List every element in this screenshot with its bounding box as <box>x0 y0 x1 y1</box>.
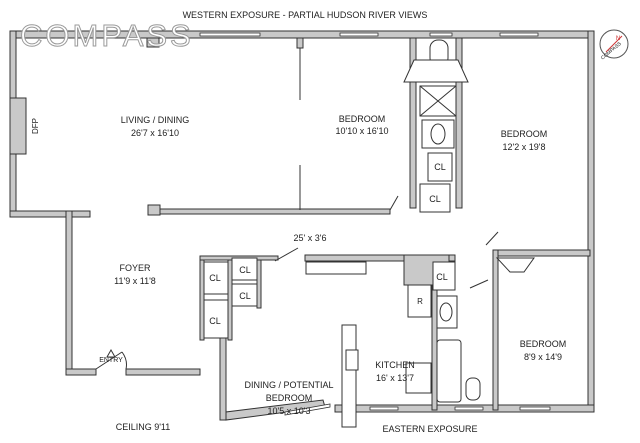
kitchen-dims: 16' x 13'7 <box>376 373 414 383</box>
closet-bedroom-se <box>495 257 535 273</box>
foyer-dims: 11'9 x 11'8 <box>114 276 156 286</box>
compass-north: N <box>616 36 620 42</box>
eastern-exposure-label: EASTERN EXPOSURE <box>382 424 477 434</box>
ceiling-height-label: CEILING 9'11 <box>116 422 171 432</box>
fixtures <box>95 39 535 428</box>
living-dining-name: LIVING / DINING <box>121 115 190 125</box>
bedroom-se-door <box>469 231 499 289</box>
hall-dims: 25' x 3'6 <box>294 233 327 243</box>
closet-kitchen <box>432 261 456 291</box>
dfp-label: DFP <box>31 118 40 134</box>
bedroom-west-name: BEDROOM <box>339 114 386 124</box>
closet-bath-1 <box>427 152 453 182</box>
bedroom-ne-dims: 12'2 x 19'8 <box>503 142 546 152</box>
dining-door <box>274 247 299 262</box>
refrigerator-icon <box>407 284 432 318</box>
compass-logo: COMPASS <box>20 18 194 53</box>
closet-foyer-3 <box>231 283 258 307</box>
kitchen-name: KITCHEN <box>375 360 415 370</box>
bedroom-ne-name: BEDROOM <box>501 129 548 139</box>
dining-name-line2: BEDROOM <box>266 393 313 403</box>
closet-label: CL <box>209 316 221 326</box>
dining-name: DINING / POTENTIAL <box>244 380 333 390</box>
entry-triangle-icon <box>106 348 116 358</box>
bedroom-se-name: BEDROOM <box>520 339 567 349</box>
closet-foyer-1 <box>203 261 229 295</box>
kitchen-counter <box>305 261 367 275</box>
closet-label: CL <box>434 162 446 172</box>
bathtub-icon <box>436 339 462 403</box>
vanity-icon <box>403 59 469 83</box>
closet-foyer-2 <box>231 257 258 281</box>
dining-dims: 10'5 x 10'3 <box>268 406 311 416</box>
bedroom-west-dims: 10'10 x 16'10 <box>336 126 389 136</box>
closet-label: CL <box>209 273 221 283</box>
toilet-2-icon <box>465 377 481 401</box>
entry-label: ENTRY <box>99 357 123 364</box>
closet-label: CL <box>436 272 448 282</box>
bedroom-se-dims: 8'9 x 14'9 <box>524 352 562 362</box>
refrigerator-label: R <box>417 297 423 306</box>
compass-rose-icon: N COMPASS <box>599 29 629 61</box>
closet-foyer-4 <box>203 299 229 339</box>
stove-icon <box>405 362 432 394</box>
kitchen-sink-icon <box>345 349 359 371</box>
walls <box>9 30 595 421</box>
kitchen-counter-side <box>341 324 357 428</box>
foyer-name: FOYER <box>119 263 151 273</box>
closet-label: CL <box>429 194 441 204</box>
closet-label: CL <box>239 265 251 275</box>
closet-bath-2 <box>419 183 451 213</box>
windows <box>199 32 551 416</box>
bedroom-door <box>389 195 399 211</box>
living-dining-dims: 26'7 x 16'10 <box>131 128 179 138</box>
western-exposure-label: WESTERN EXPOSURE - PARTIAL HUDSON RIVER … <box>183 10 428 20</box>
entry-door <box>95 351 127 370</box>
closet-label: CL <box>239 291 251 301</box>
